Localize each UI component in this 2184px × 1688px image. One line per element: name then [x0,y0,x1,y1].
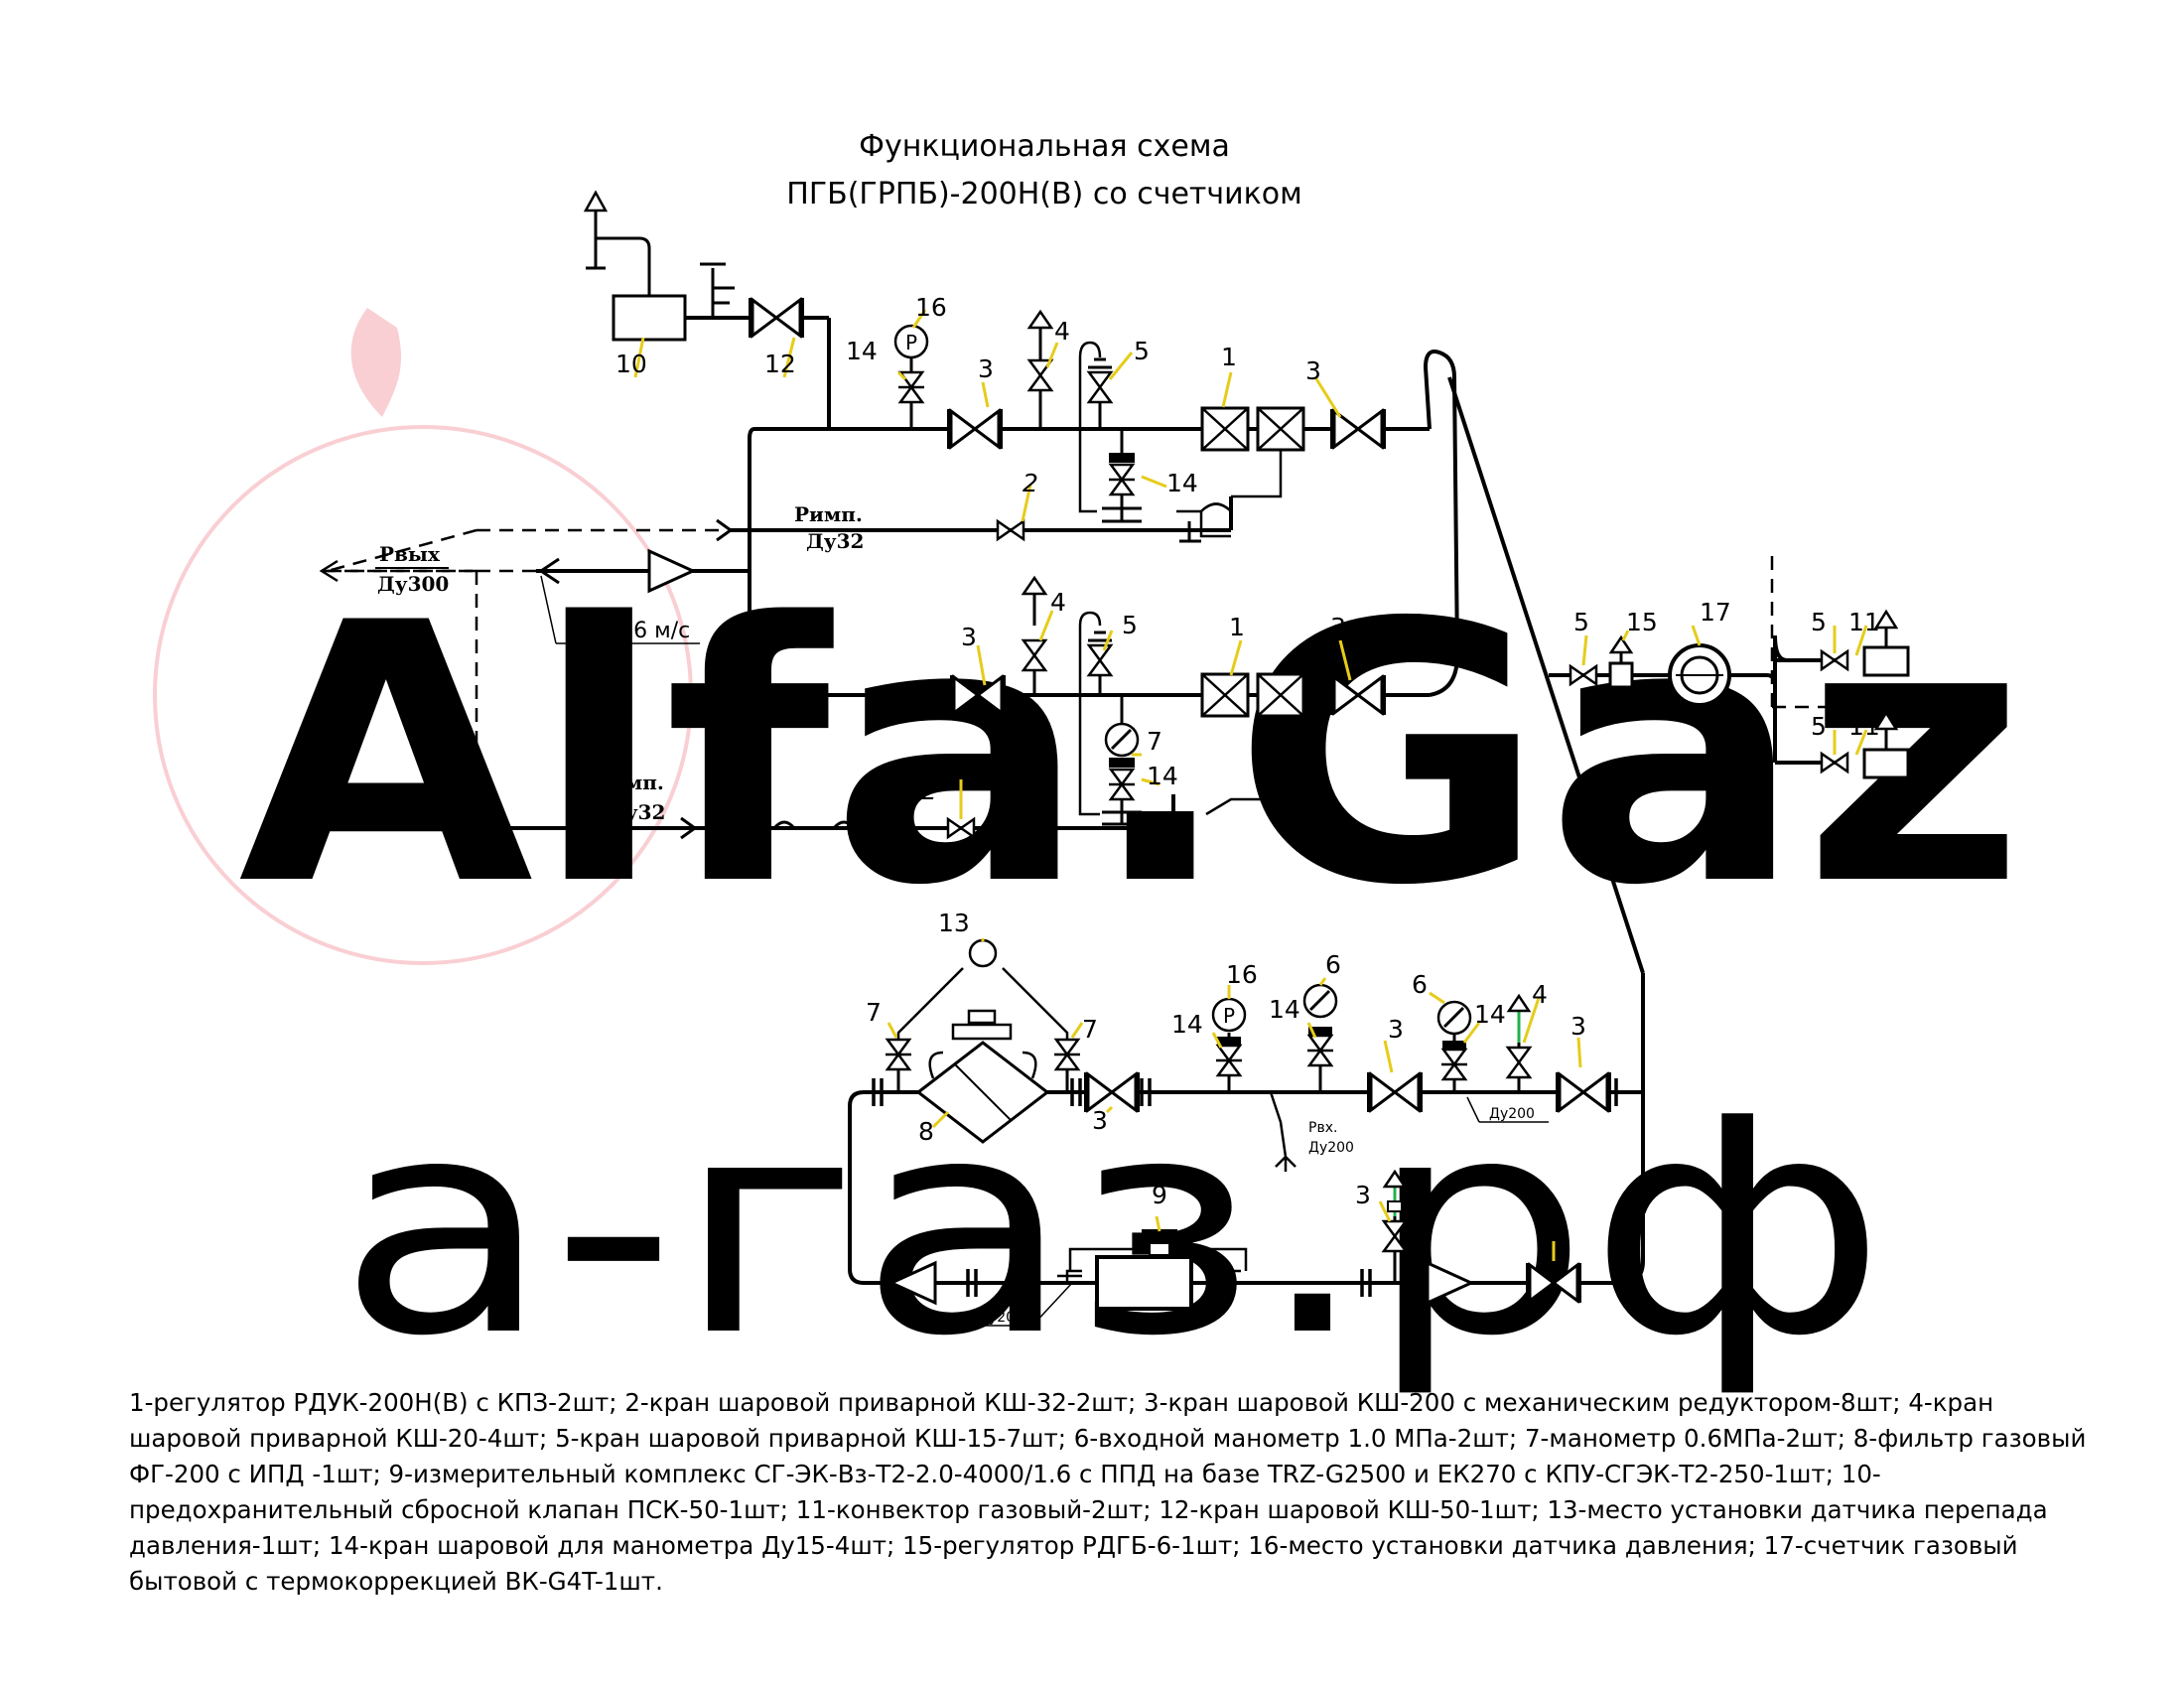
num-10: 10 [615,350,647,378]
num-2-mid: 2 [921,776,937,805]
num-3-bottom-e: 3 [1544,1215,1560,1244]
num-14-top: 14 [846,337,878,365]
label-p-imp-bottom: Римп. [596,771,664,794]
num-13: 13 [938,909,970,937]
num-9: 9 [1152,1181,1167,1209]
gauge-p-letter: P [905,331,917,354]
bottom-header-components: P [872,938,1618,1172]
title-line-2: ПГБ(ГРПБ)-200Н(В) со счетчиком [786,177,1301,211]
num-1-mid: 1 [1229,613,1245,641]
gauge-p-bottom-letter: P [1223,1004,1235,1028]
meter-line-components [889,1169,1581,1311]
dp-sensor-13 [968,938,998,968]
num-15: 15 [1626,608,1658,636]
num-4-mid: 4 [1050,588,1066,617]
leader-lines [633,309,1868,1261]
num-3-top-a: 3 [978,354,994,383]
outlet-dashed-arrow [319,559,477,583]
watermark: Alfa.Gaz а-газ.рф [153,308,2025,1401]
num-4-top: 4 [1054,317,1070,346]
flame-icon [350,308,402,417]
num-6-a: 6 [1325,950,1341,979]
consumer-branch [1569,609,1910,779]
num-5-mid: 5 [1122,611,1138,639]
num-3-mid-b: 3 [1330,613,1346,641]
num-1-top: 1 [1221,343,1237,371]
num-5-right: 5 [1573,608,1589,636]
num-7-left: 7 [866,998,882,1027]
num-17: 17 [1700,598,1731,627]
num-7-mid: 7 [1147,727,1162,756]
num-16-bottom: 16 [1226,960,1258,989]
num-16-top: 16 [915,293,947,322]
num-5-top: 5 [1134,337,1150,365]
top-line-components: P [583,190,1386,543]
outlet-arrow [536,549,695,593]
num-14-bottom-b: 14 [1269,995,1300,1024]
num-14-pilot-mid: 14 [1147,762,1178,790]
num-8: 8 [918,1117,934,1146]
middle-line-components [946,576,1386,841]
num-5-conv-a: 5 [1811,608,1827,636]
num-5-conv-b: 5 [1811,712,1827,741]
num-3-bottom-d: 3 [1355,1181,1371,1209]
label-p-out: Рвых [379,542,441,566]
num-3-bottom-b: 3 [1388,1015,1404,1044]
num-14-bottom-c: 14 [1474,1000,1506,1029]
label-dn200-inlet: Ду200 [1308,1140,1354,1156]
watermark-domain: а-газ.рф [338,1055,1886,1401]
label-p-in: Рвх. [1308,1120,1337,1136]
num-11-b: 11 [1848,712,1880,741]
num-2-top: 2 [1023,469,1038,497]
impulse-lines [477,496,1233,840]
item-numbers: 10 12 14 16 3 4 5 1 14 3 2 3 4 5 1 3 7 1… [615,293,1880,1244]
num-4-bottom: 4 [1532,980,1548,1009]
num-7-right: 7 [1082,1015,1098,1044]
label-dn300: Ду300 [377,572,449,596]
num-3-mid-a: 3 [961,623,977,651]
gauge-p-icon [893,324,929,359]
watermark-circle [153,425,693,965]
psk-valve-10 [612,294,687,342]
impulse-dashed-lines [327,528,1951,828]
label-dn200-meter: Ду200 [978,1310,1024,1326]
num-3-bottom-c: 3 [1570,1012,1586,1041]
text-labels: Рвых Ду300 Римп. Ду32 Римп. Ду32 υ=24.6 … [375,502,1549,1327]
label-velocity: υ=24.6 м/с [568,619,690,643]
num-3-top-b: 3 [1305,356,1321,385]
num-12: 12 [764,350,796,378]
num-14-bottom-a: 14 [1171,1010,1203,1039]
label-dn200-header: Ду200 [1489,1106,1535,1122]
num-3-bottom-a: 3 [1092,1106,1108,1135]
title-line-1: Функциональная схема [859,129,1230,164]
label-dn32-bottom: Ду32 [608,800,665,824]
num-14-pilot-top: 14 [1166,469,1198,497]
num-11-a: 11 [1848,608,1880,636]
num-6-b: 6 [1412,970,1428,999]
label-p-imp-top: Римп. [794,502,863,526]
meter-complex-9 [1095,1255,1193,1311]
label-dn32-top: Ду32 [806,529,864,553]
legend-text: 1-регулятор РДУК-200Н(В) с КПЗ-2шт; 2-кр… [129,1388,2087,1596]
